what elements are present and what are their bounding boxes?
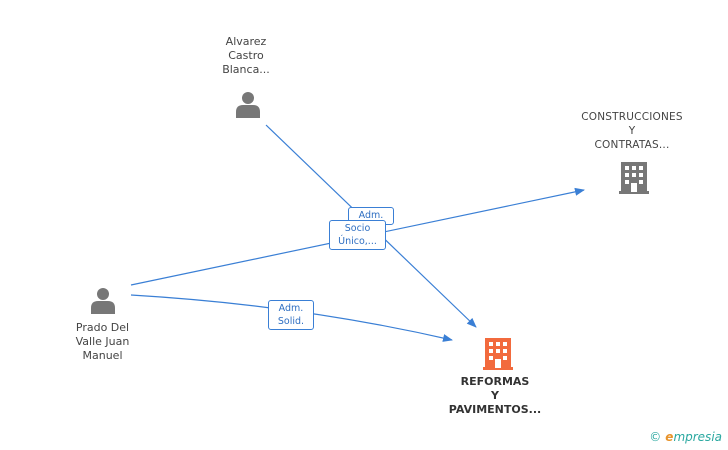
edge-label-socio-unico[interactable]: Socio Único,... [329,220,386,250]
prado-label-line3: Manuel [82,349,123,362]
person-icon[interactable] [89,286,117,314]
building-focus-icon[interactable] [481,336,515,370]
edge-label-adm-text: Adm. [358,210,384,221]
edge-label-adm-solid-line1: Adm. [278,303,304,314]
edge-label-adm-solid-line2: Solid. [277,316,305,327]
alvarez-label-line2: Castro [228,49,264,62]
reformas-label-line1: REFORMAS [460,375,530,388]
prado-label-line1: Prado Del [75,321,130,334]
prado-label: Prado Del Valle Juan Manuel [60,321,145,363]
copyright-icon: © [649,430,662,444]
construcciones-label-line2: Y [628,125,636,137]
construcciones-label-line3: CONTRATAS... [594,139,670,151]
building-icon[interactable] [617,160,651,194]
alvarez-label-line3: Blanca... [222,63,270,76]
edge-label-socio-line1: Socio [344,223,371,234]
reformas-label-line2: Y [491,389,499,402]
brand-watermark: ©empresia [649,430,722,444]
alvarez-label-line1: Alvarez [225,35,267,48]
reformas-label-line3: PAVIMENTOS... [448,403,542,416]
reformas-label: REFORMAS Y PAVIMENTOS... [440,375,550,417]
brand-name-first: e [665,430,674,444]
prado-label-line2: Valle Juan [75,335,130,348]
construcciones-label: CONSTRUCCIONES Y CONTRATAS... [572,110,692,152]
edge-label-socio-line2: Único,... [338,236,377,247]
alvarez-label: Alvarez Castro Blanca... [206,35,286,77]
edge-label-adm-solid[interactable]: Adm. Solid. [268,300,314,330]
brand-name-rest: mpresia [673,430,722,444]
construcciones-label-line1: CONSTRUCCIONES [581,111,683,123]
person-icon[interactable] [234,90,262,118]
